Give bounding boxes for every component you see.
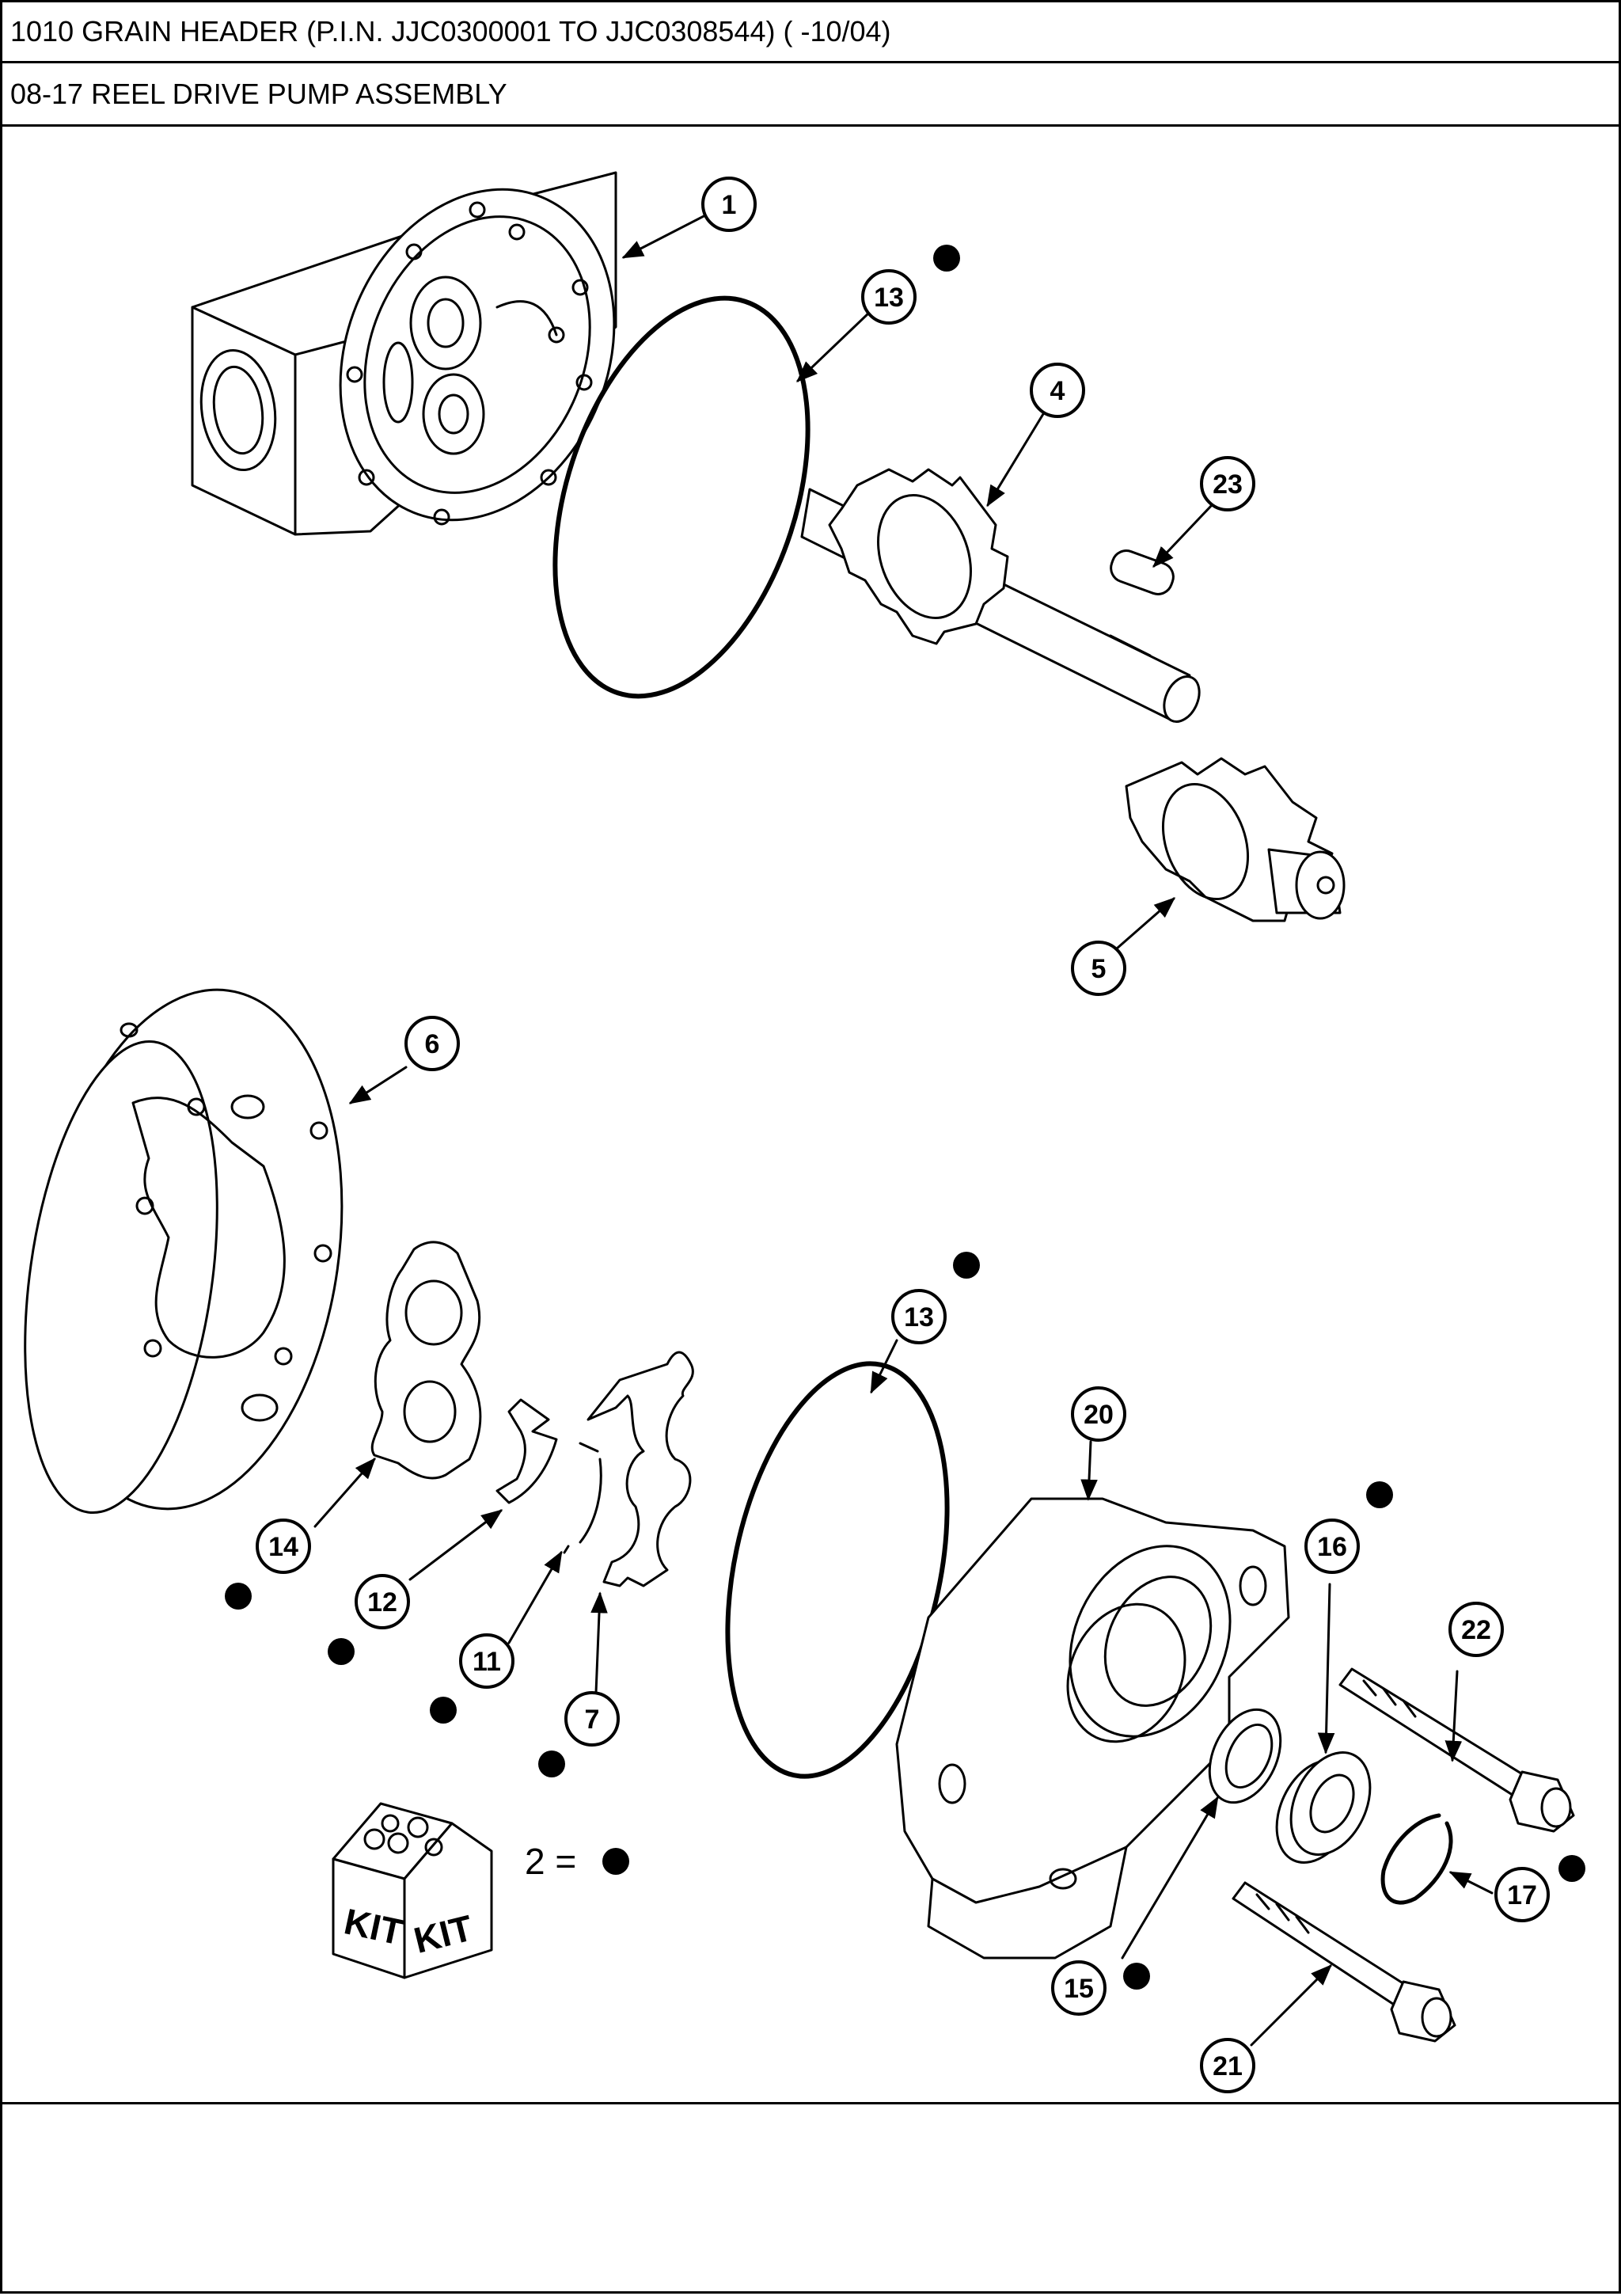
callout-number-c13a: 13 xyxy=(874,283,904,313)
key-part-23 xyxy=(1110,549,1175,595)
model-title: 1010 GRAIN HEADER (P.I.N. JJC0300001 TO … xyxy=(2,2,1619,63)
exploded-parts-diagram: KIT KIT 2 = 1134235613201622141211717152… xyxy=(24,171,1585,2093)
callout-number-c5: 5 xyxy=(1091,954,1107,984)
gear-housing-part-6 xyxy=(24,988,344,1515)
kit-dot-13-upper xyxy=(933,245,960,272)
clip-part-12 xyxy=(495,1398,558,1504)
callout-number-c4: 4 xyxy=(1050,376,1065,406)
pump-cover-part-20 xyxy=(895,1497,1290,1960)
leader-lines xyxy=(313,213,1494,2047)
washer-part-15 xyxy=(1208,1708,1282,1804)
kit-legend-text: 2 = xyxy=(525,1841,576,1882)
callout-number-c23: 23 xyxy=(1213,469,1243,500)
callout-number-c21: 21 xyxy=(1213,2051,1243,2081)
callout-number-c12: 12 xyxy=(367,1587,397,1617)
callout-bubble-c12 xyxy=(355,1574,410,1629)
kit-dot-7 xyxy=(538,1751,565,1777)
callout-number-c16: 16 xyxy=(1317,1532,1347,1562)
shaft-seal-part-16 xyxy=(1275,1751,1372,1864)
callout-bubble-c21 xyxy=(1200,2038,1255,2093)
kit-dot-legend xyxy=(602,1848,629,1875)
callout-number-c6: 6 xyxy=(425,1029,440,1059)
callout-number-c7: 7 xyxy=(585,1705,600,1735)
kit-dot-17 xyxy=(1558,1855,1585,1882)
snap-ring-part-17 xyxy=(1380,1813,1453,1905)
bolt-part-22 xyxy=(1338,1667,1575,1833)
callout-bubble-c6 xyxy=(404,1016,460,1071)
callout-bubble-c23 xyxy=(1200,456,1255,511)
callout-number-c13b: 13 xyxy=(904,1302,934,1332)
callout-bubble-c13b xyxy=(891,1289,947,1344)
o-ring-part-13-lower xyxy=(725,1361,950,1779)
callout-bubble-c22 xyxy=(1448,1602,1504,1657)
pump-body-part-1 xyxy=(191,171,617,536)
section-title-text: 08-17 REEL DRIVE PUMP ASSEMBLY xyxy=(10,77,507,110)
callout-bubble-c4 xyxy=(1030,363,1085,418)
callout-bubble-c15 xyxy=(1051,1960,1107,2016)
driven-gear-part-5 xyxy=(1125,757,1346,922)
callout-bubble-c17 xyxy=(1494,1867,1550,1922)
callout-number-c22: 22 xyxy=(1461,1615,1491,1645)
drive-shaft-part-4 xyxy=(800,468,1201,723)
callout-bubble-c13a xyxy=(861,269,917,325)
backup-gasket-part-7 xyxy=(587,1351,694,1587)
kit-dot-11 xyxy=(430,1697,457,1724)
callout-number-c1: 1 xyxy=(722,190,737,220)
callout-bubble-c14 xyxy=(256,1519,311,1574)
callout-number-c17: 17 xyxy=(1507,1880,1537,1910)
callout-bubble-c16 xyxy=(1304,1519,1360,1574)
callout-number-c11: 11 xyxy=(473,1647,501,1677)
seal-part-11 xyxy=(563,1442,602,1554)
callout-number-c14: 14 xyxy=(268,1532,298,1562)
kit-dot-15 xyxy=(1123,1963,1150,1990)
kit-dot-12 xyxy=(328,1638,355,1665)
kit-dot-14 xyxy=(225,1583,252,1610)
kit-box-icon xyxy=(332,1802,493,1979)
callout-bubble-c5 xyxy=(1071,941,1126,996)
wear-plate-part-14 xyxy=(370,1241,482,1480)
model-title-text: 1010 GRAIN HEADER (P.I.N. JJC0300001 TO … xyxy=(10,15,891,48)
callout-bubble-c20 xyxy=(1071,1386,1126,1442)
callout-group: 1 13 4 23 5 6 13 20 16 22 14 12 11 7 17 15 21 xyxy=(256,177,1550,2093)
callout-number-c20: 20 xyxy=(1084,1400,1114,1430)
footer-area xyxy=(2,2102,1619,2296)
callout-bubble-c7 xyxy=(564,1691,620,1747)
kit-marker-dots xyxy=(225,245,1585,1990)
bolt-part-21 xyxy=(1232,1881,1456,2043)
o-ring-part-13-upper xyxy=(552,295,810,699)
callout-number-c15: 15 xyxy=(1064,1974,1094,2004)
callout-bubble-c11 xyxy=(459,1633,514,1689)
kit-dot-16 xyxy=(1366,1481,1393,1508)
section-title: 08-17 REEL DRIVE PUMP ASSEMBLY xyxy=(2,63,1619,127)
callout-bubble-c1 xyxy=(701,177,757,232)
kit-dot-13-lower xyxy=(953,1252,980,1279)
